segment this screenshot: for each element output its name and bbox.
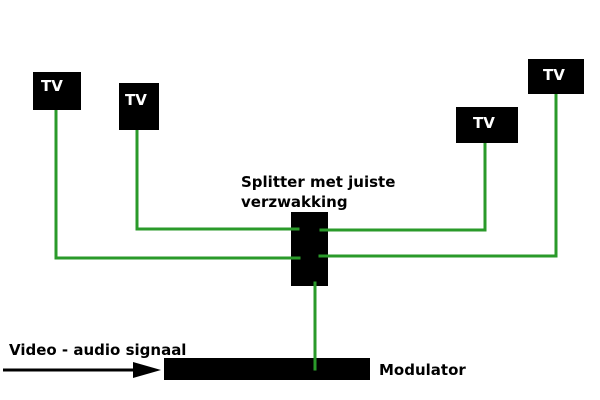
- input-arrow-head: [133, 362, 161, 378]
- modulator-label: Modulator: [379, 361, 466, 379]
- wire-tv3: [319, 138, 487, 232]
- wire-tv4: [319, 86, 558, 258]
- tv-2-box: [119, 83, 159, 130]
- splitter: Splitter met juiste verzwakking: [241, 173, 395, 288]
- tv-4: TV: [528, 59, 584, 94]
- splitter-box: [291, 212, 328, 286]
- tv-4-box: [528, 59, 584, 94]
- input-signal-label: Video - audio signaal: [9, 341, 186, 359]
- input-signal: Video - audio signaal: [3, 341, 186, 378]
- tv-3-box: [456, 107, 518, 143]
- tv-4-label: TV: [543, 66, 565, 84]
- tv-2: TV: [119, 83, 159, 130]
- wires: [54, 86, 558, 371]
- tv-1-box: [33, 72, 81, 110]
- tv-3: TV: [456, 107, 518, 143]
- tv-2-label: TV: [125, 91, 147, 109]
- modulator: Modulator: [164, 356, 466, 380]
- splitter-caption-line2: verzwakking: [241, 193, 348, 211]
- modulator-box: [164, 358, 370, 380]
- wire-tv2: [135, 126, 300, 231]
- tv-3-label: TV: [473, 114, 495, 132]
- splitter-caption-line1: Splitter met juiste: [241, 173, 395, 191]
- tv-1-label: TV: [41, 77, 63, 95]
- tv-1: TV: [33, 72, 81, 110]
- wire-tv1: [54, 106, 300, 260]
